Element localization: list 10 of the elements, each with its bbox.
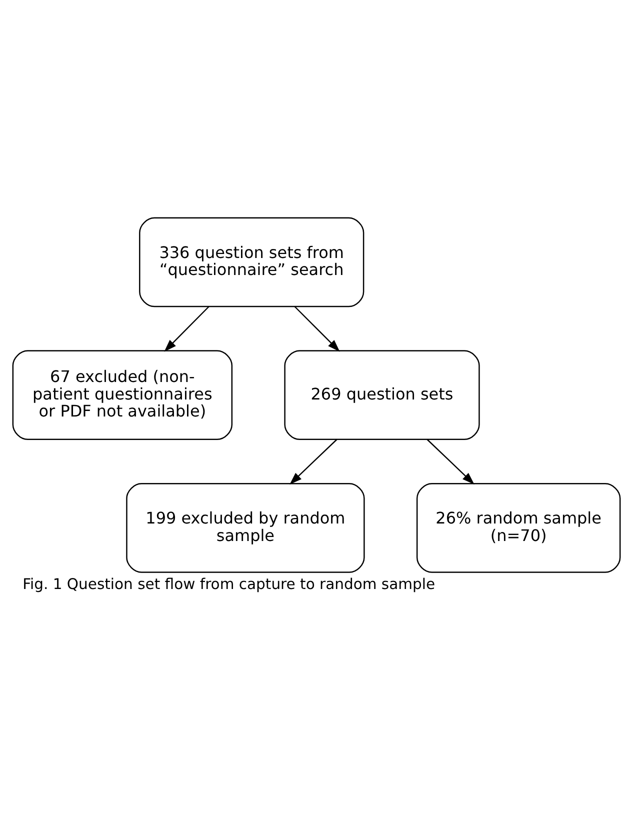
node-box: 269 question sets bbox=[284, 350, 480, 440]
node-box: 336 question sets from “questionnaire” search bbox=[139, 217, 364, 308]
arrow bbox=[290, 438, 338, 485]
arrow bbox=[164, 306, 210, 352]
caption: Fig. 1 Question set flow from capture to random sample bbox=[22, 576, 436, 593]
node-box: 26% random sample (n=70) bbox=[416, 483, 621, 573]
arrow bbox=[294, 306, 340, 352]
node-box: 67 excluded (non- patient questionnaires or PDF not available) bbox=[12, 350, 233, 440]
node-box: 199 excluded by random sample bbox=[126, 483, 365, 573]
arrow bbox=[426, 438, 474, 485]
